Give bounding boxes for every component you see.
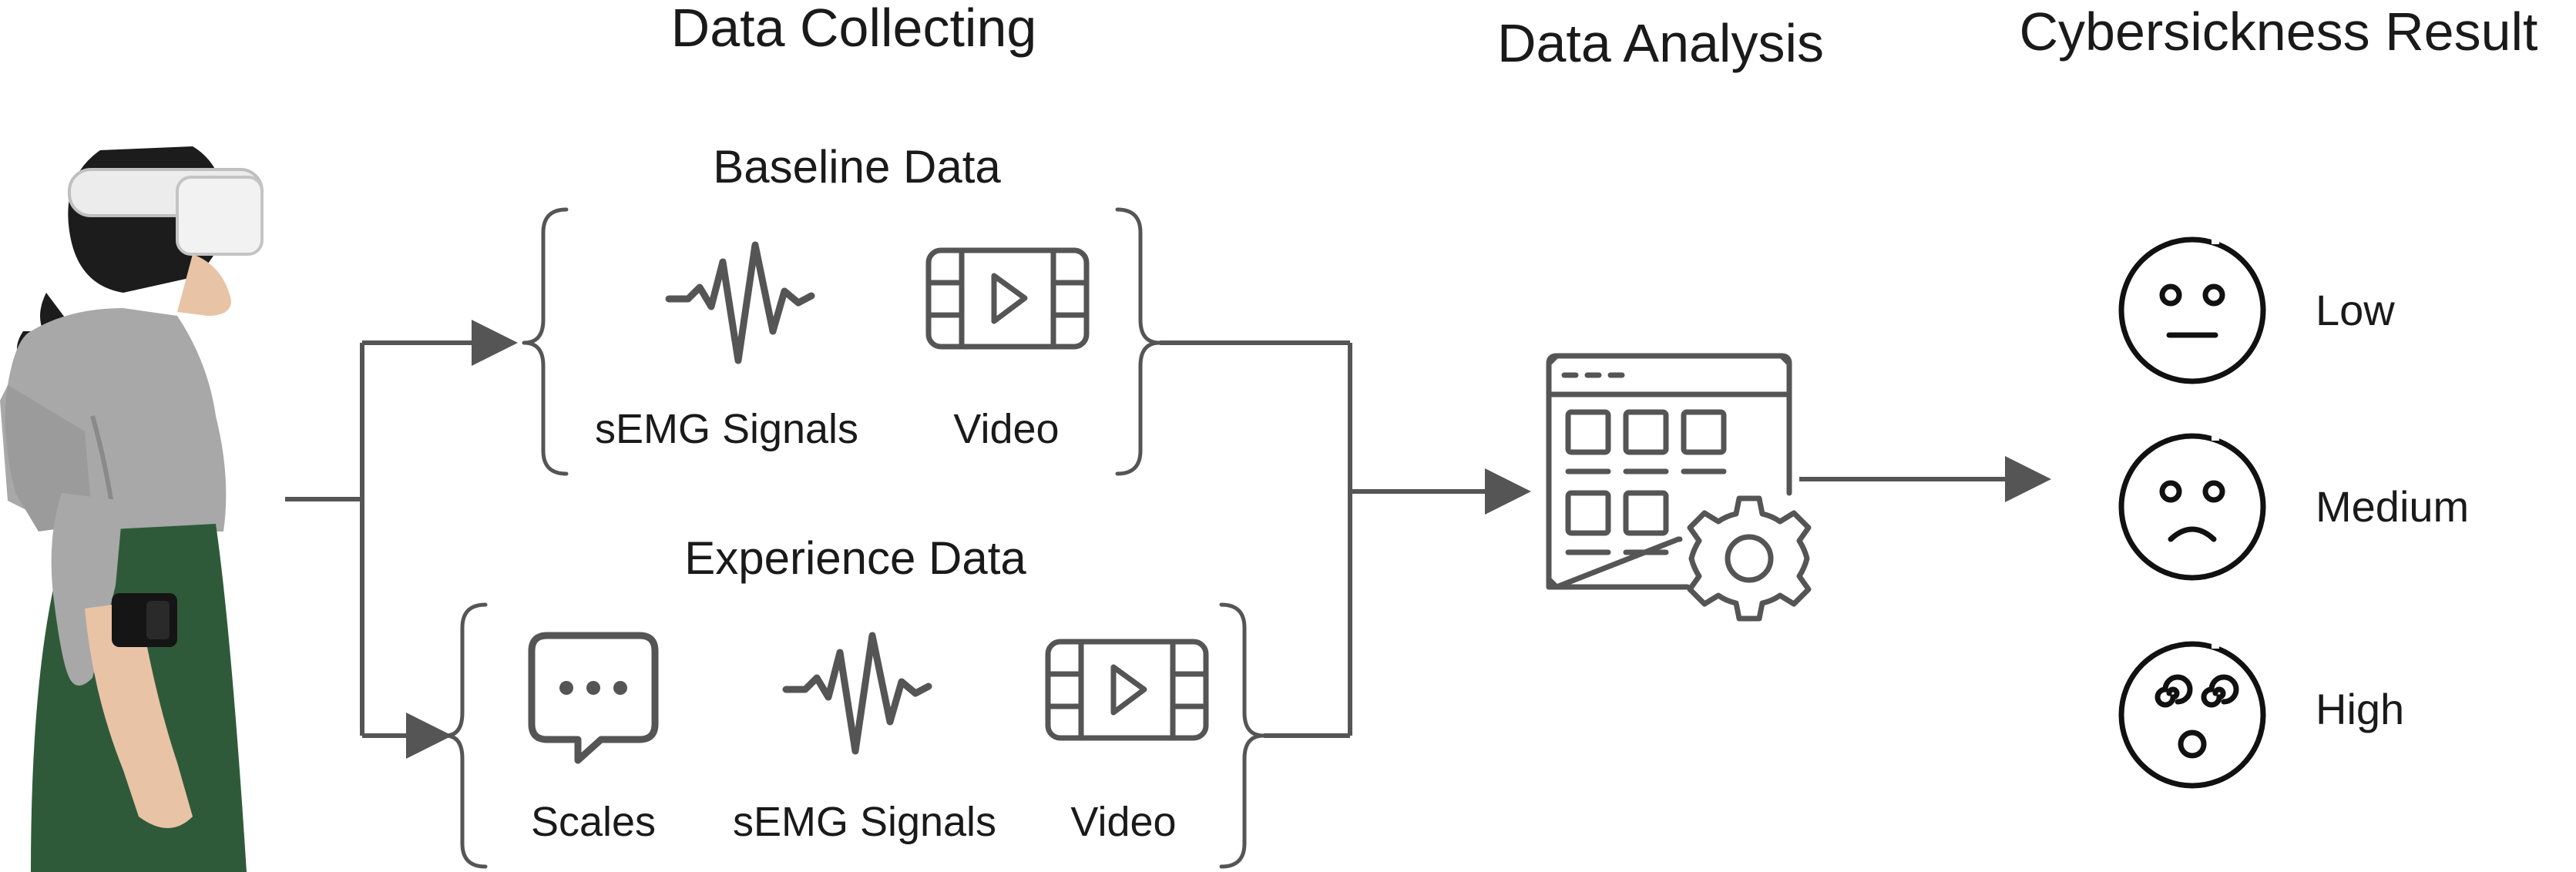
baseline-item-semg: sEMG Signals [595,406,858,452]
participant-photo [0,146,264,872]
level-low: Low [2316,286,2395,334]
baseline-data-title: Baseline Data [713,141,1001,193]
experience-item-semg: sEMG Signals [733,799,996,845]
heading-result: Cybersickness Result [2020,2,2538,62]
gear-icon [1687,495,1812,622]
neutral-face-icon [2118,233,2266,384]
dashboard-gear-icon [1546,353,1812,622]
film-play-icon [1045,639,1209,741]
experience-right-brace [1219,602,1266,869]
level-medium: Medium [2316,482,2469,531]
experience-item-video: Video [1070,799,1176,845]
waveform-icon [665,241,815,364]
dizzy-face-icon [2118,638,2266,789]
connector-lines [285,320,2051,759]
heading-data-analysis: Data Analysis [1497,13,1824,73]
chat-bubble-icon [528,632,659,764]
waveform-icon [782,632,932,755]
sad-face-icon [2118,430,2266,581]
level-high: High [2316,685,2404,733]
baseline-right-brace [1115,207,1162,476]
experience-left-brace [443,602,488,869]
heading-data-collecting: Data Collecting [671,0,1037,58]
baseline-left-brace [522,207,569,476]
baseline-item-video: Video [953,406,1059,452]
film-play-icon [925,247,1090,350]
experience-item-scales: Scales [531,799,656,845]
experience-data-title: Experience Data [684,532,1026,584]
